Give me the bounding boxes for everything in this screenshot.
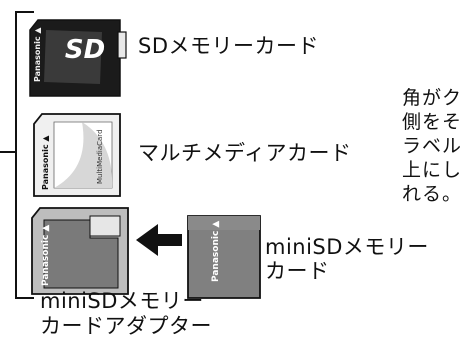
minisd-adapter-image: Panasonic ▲ [31,207,129,295]
minisd-card-image: Panasonic ▲ [187,215,261,299]
note-line: れる。 [402,183,463,205]
sd-card-label: SDメモリーカード [138,34,319,58]
svg-text:MultiMediaCard: MultiMediaCard [96,129,104,184]
insertion-note: 角がク 側をそ ラベル 上にし れる。 [402,86,462,206]
adapter-label-line2: カードアダプター [40,314,212,338]
svg-text:Panasonic ▲: Panasonic ▲ [33,27,42,82]
adapter-label-line1: miniSDメモリー [40,289,204,313]
svg-text:Panasonic ▲: Panasonic ▲ [211,221,221,282]
mmc-card-label: マルチメディアカード [138,141,352,165]
sd-card-image: SD Panasonic ▲ [29,19,127,97]
note-line: 上にし [402,159,463,181]
svg-text:SD: SD [65,35,105,65]
minisd-card-label-line1: miniSDメモリー [265,235,429,259]
note-line: ラベル [402,135,463,157]
note-line: 側をそ [402,111,463,133]
mmc-card-image: Panasonic ▲ MultiMediaCard [33,113,121,197]
arrow-left-icon [136,224,182,256]
svg-text:Panasonic ▲: Panasonic ▲ [41,225,51,286]
note-line: 角がク [402,87,463,109]
svg-text:Panasonic ▲: Panasonic ▲ [41,135,50,190]
minisd-card-label-line2: カード [265,259,330,283]
